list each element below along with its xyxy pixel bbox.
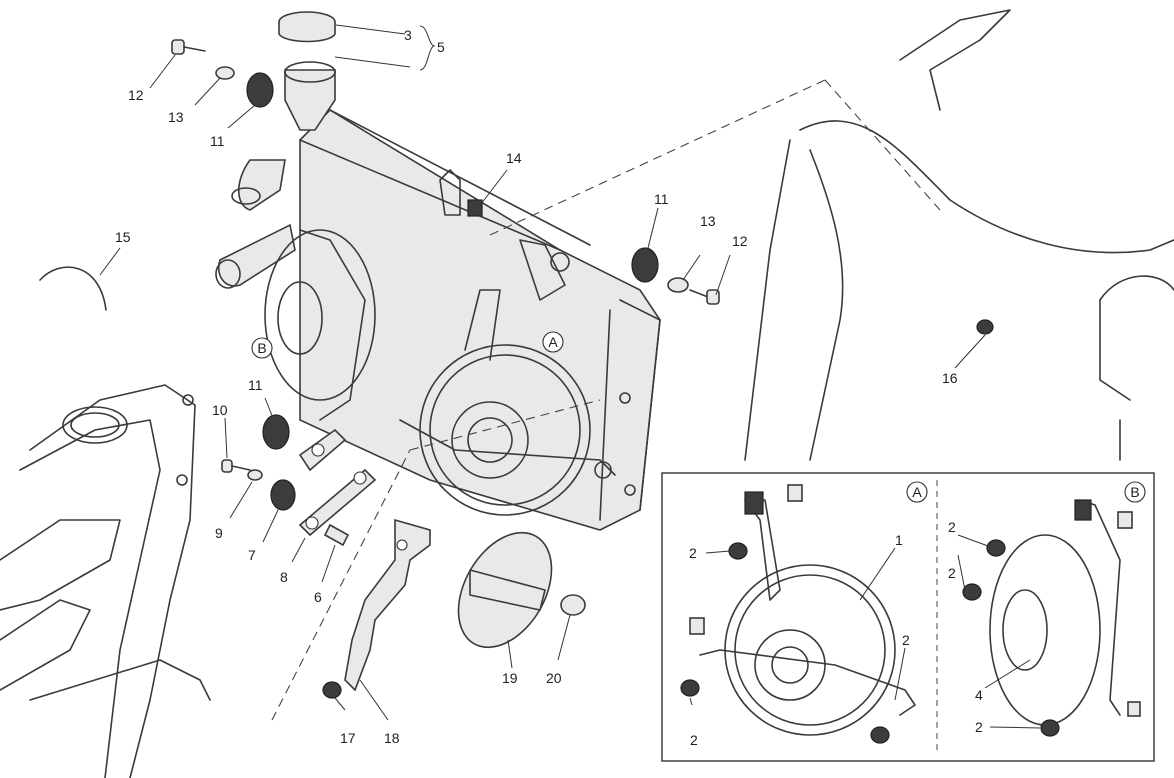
washer-13-left [215,66,235,80]
callout-19: 19 [502,670,518,686]
svg-text:A: A [548,334,558,350]
callout-18: 18 [384,730,400,746]
washer-9 [247,469,263,481]
callout-14: 14 [506,150,522,166]
callout-9: 9 [215,525,223,541]
grommet-7 [270,479,296,511]
marker-a-main: A [542,331,564,353]
callout-12: 12 [128,87,144,103]
callout-16: 16 [942,370,958,386]
callout-8: 8 [280,569,288,585]
band-15 [39,266,107,311]
callout-10: 10 [212,402,228,418]
callout-20: 20 [546,670,562,686]
marker-b-main: B [251,337,273,359]
svg-text:B: B [1130,484,1139,500]
callout-5: 5 [437,39,445,55]
callout-17: 17 [340,730,356,746]
callout-11: 11 [248,377,263,393]
body-shell [744,9,1174,461]
bracket-18 [344,518,431,692]
detail-a-fan [680,484,916,744]
callout-15: 15 [115,229,131,245]
callout-13: 13 [168,109,184,125]
detail-marker-a: A [906,481,928,503]
grommet-11-left [246,72,274,108]
callout-7: 7 [248,547,256,563]
detail-marker-b: B [1124,481,1146,503]
detail-callout-2: 2 [690,732,698,748]
grommet-11-lower [262,414,290,450]
bolt-10 [221,459,251,473]
detail-callout-2: 2 [902,632,910,648]
clip-14 [467,199,483,217]
detail-b-fan [962,499,1141,737]
detail-callout-2: 2 [948,519,956,535]
callout-12: 12 [732,233,748,249]
callout-11: 11 [654,191,669,207]
callout-6: 6 [314,589,322,605]
callouts: 3 5 12 13 11 14 15 11 13 12 16 11 10 9 7… [115,27,958,746]
bracket-upper [298,428,347,472]
bracket-8 [298,468,377,537]
detail-panel: A B [661,472,1155,762]
detail-callout-4: 4 [975,687,983,703]
callout-11: 11 [210,133,225,149]
spacer-6 [323,523,350,547]
nut-17 [322,681,342,699]
washer-13-right [667,277,689,293]
frame-tube [0,384,211,778]
detail-callout-2: 2 [689,545,697,561]
hidden-line-top [824,79,941,211]
svg-text:B: B [257,340,266,356]
detail-callout-2: 2 [948,565,956,581]
hidden-line-body [489,79,826,236]
radiator-assembly [215,61,661,531]
callout-3: 3 [404,27,412,43]
fan-motor-19 [457,531,553,649]
hidden-line-frame [271,399,601,721]
leader-lines [99,24,986,721]
detail-callout-1: 1 [895,532,903,548]
cap-3 [278,11,336,43]
svg-text:A: A [912,484,922,500]
bolt-12-right [689,289,720,305]
grommet-11-right [631,247,659,283]
bolt-12-left [171,39,206,55]
callout-13: 13 [700,213,716,229]
bolt-20 [560,594,586,616]
detail-callout-2: 2 [975,719,983,735]
